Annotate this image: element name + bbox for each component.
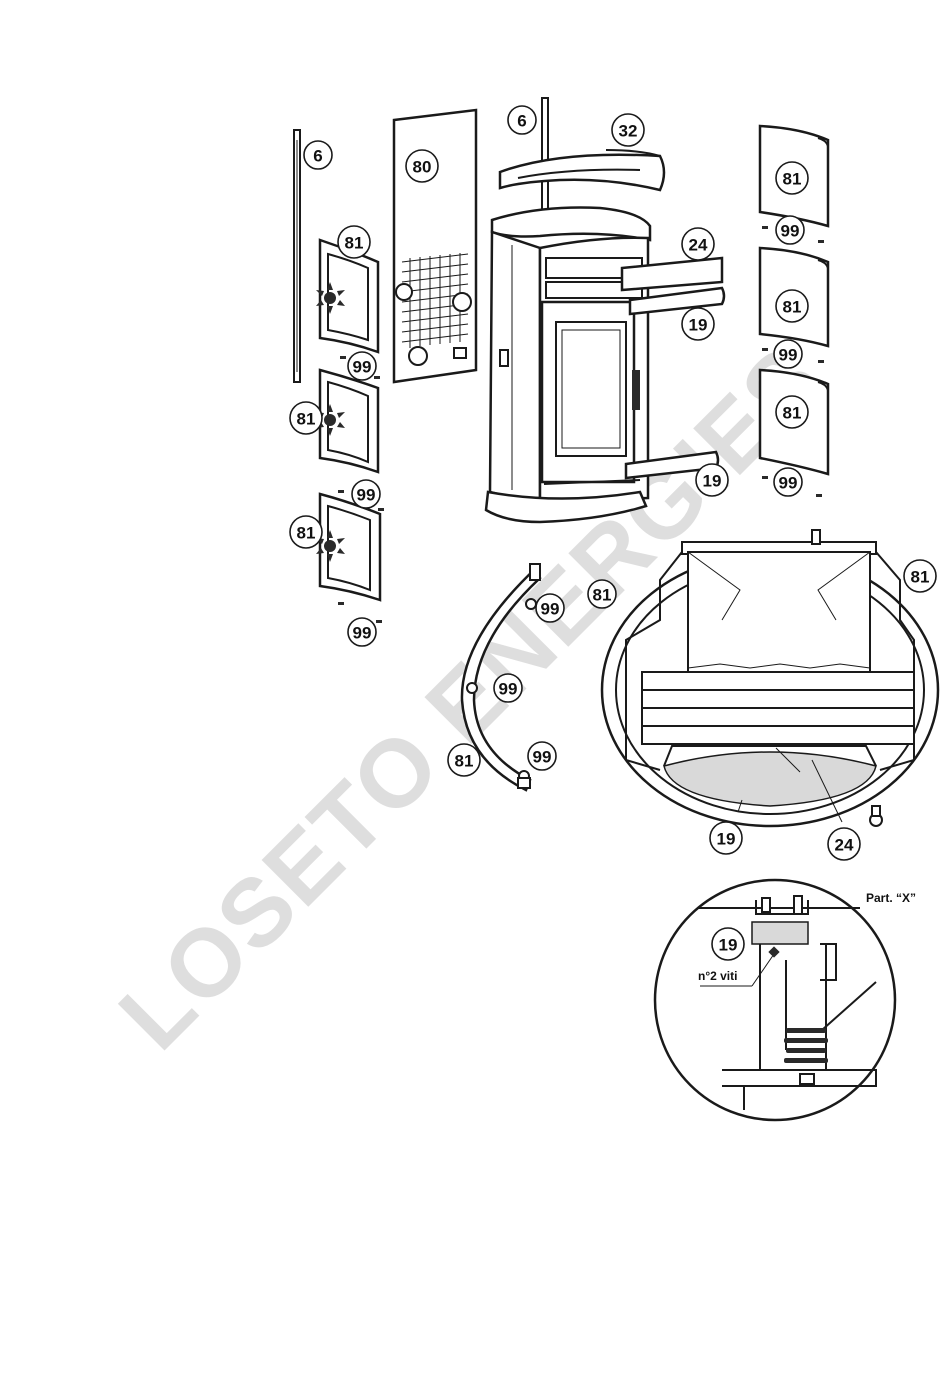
part-callout-99: 99 <box>528 742 556 770</box>
part-callout-label: 99 <box>357 486 376 505</box>
part-callout-label: 81 <box>455 752 474 771</box>
part-callout-label: 81 <box>593 586 612 605</box>
part-callout-99: 99 <box>536 594 564 622</box>
rod-left <box>294 130 300 382</box>
part-callout-label: 81 <box>783 170 802 189</box>
part-callout-32: 32 <box>612 114 644 146</box>
part-callout-label: 19 <box>689 316 708 335</box>
part-callout-81: 81 <box>776 396 808 428</box>
part-callout-6: 6 <box>508 106 536 134</box>
part-callout-label: 19 <box>717 830 736 849</box>
top-ring <box>500 150 664 190</box>
part-callout-81: 81 <box>776 290 808 322</box>
part-callout-19: 19 <box>682 308 714 340</box>
part-callout-label: 81 <box>783 404 802 423</box>
part-callout-label: 81 <box>297 410 316 429</box>
detail-x: n°2 viti Part. “X” <box>655 880 916 1120</box>
part-callout-label: 99 <box>533 748 552 767</box>
part-callout-6: 6 <box>304 141 332 169</box>
part-callout-99: 99 <box>774 468 802 496</box>
part-callout-24: 24 <box>828 828 860 860</box>
part-callout-81: 81 <box>338 226 370 258</box>
part-callout-label: 6 <box>313 147 322 166</box>
part-callout-label: 99 <box>779 346 798 365</box>
part-callout-81: 81 <box>290 516 322 548</box>
part-callout-81: 81 <box>290 402 322 434</box>
side-panel-left-bottom <box>316 494 380 600</box>
part-callout-label: 81 <box>345 234 364 253</box>
part-callout-label: 99 <box>353 358 372 377</box>
part-callout-81: 81 <box>776 162 808 194</box>
detail-note: n°2 viti <box>698 969 737 983</box>
part-callout-label: 24 <box>689 236 708 255</box>
part-callout-99: 99 <box>774 340 802 368</box>
part-callout-19: 19 <box>696 464 728 496</box>
part-callout-19: 19 <box>712 928 744 960</box>
part-callout-81: 81 <box>904 560 936 592</box>
rod-center <box>542 98 548 218</box>
part-callout-label: 6 <box>517 112 526 131</box>
part-callout-label: 24 <box>835 836 854 855</box>
part-callout-99: 99 <box>352 480 380 508</box>
part-callout-label: 99 <box>779 474 798 493</box>
part-callout-label: 99 <box>781 222 800 241</box>
side-panel-left-middle <box>316 370 378 472</box>
part-callout-label: 99 <box>541 600 560 619</box>
part-callout-99: 99 <box>494 674 522 702</box>
part-callout-label: 32 <box>619 122 638 141</box>
part-callout-81: 81 <box>448 744 480 776</box>
part-callout-label: 19 <box>703 472 722 491</box>
part-callout-label: 19 <box>719 936 738 955</box>
part-callout-81: 81 <box>588 580 616 608</box>
detail-title: Part. “X” <box>866 891 916 905</box>
part-callout-label: 81 <box>297 524 316 543</box>
part-callout-label: 99 <box>353 624 372 643</box>
part-callout-19: 19 <box>710 822 742 854</box>
part-callout-24: 24 <box>682 228 714 260</box>
back-panel <box>394 110 476 382</box>
part-callout-label: 81 <box>783 298 802 317</box>
part-callout-label: 81 <box>911 568 930 587</box>
part-callout-99: 99 <box>348 618 376 646</box>
part-callout-label: 99 <box>499 680 518 699</box>
part-callout-80: 80 <box>406 150 438 182</box>
part-callout-99: 99 <box>348 352 376 380</box>
part-callout-99: 99 <box>776 216 804 244</box>
part-callout-label: 80 <box>413 158 432 177</box>
